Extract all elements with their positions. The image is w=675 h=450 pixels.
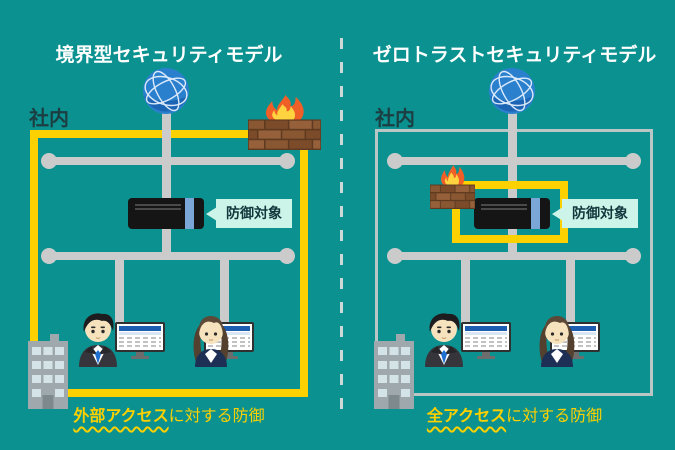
worker-female-icon <box>193 315 229 367</box>
server-icon <box>474 198 550 229</box>
lan-line-lower <box>41 248 295 264</box>
panel-divider-dashed-line <box>340 38 343 420</box>
monitor-screen <box>461 322 511 352</box>
panel-title: ゼロトラストセキュリティモデル <box>372 44 657 66</box>
worker-female-icon <box>539 315 575 367</box>
firewall-icon <box>248 95 321 150</box>
panel-caption: 外部アクセスに対する防御 <box>0 402 338 426</box>
monitor-icon <box>115 322 165 359</box>
panel-caption: 全アクセスに対する防御 <box>346 402 675 426</box>
lan-drop-line <box>115 256 124 331</box>
target-callout: 防御対象 <box>216 199 292 228</box>
target-callout-label: 防御対象 <box>226 205 282 221</box>
worker-male-icon <box>424 312 464 367</box>
office-building-icon <box>28 334 68 409</box>
network-backbone-line <box>162 110 171 258</box>
lan-line-upper <box>387 153 641 169</box>
panel-zero-trust-model: ゼロトラストセキュリティモデル 社内 防御対象 <box>338 0 675 450</box>
server-stripe-detail <box>531 198 540 229</box>
caption-rest: に対する防御 <box>168 408 265 425</box>
panel-perimeter-model: 境界型セキュリティモデル 社内 防御対象 <box>0 0 338 450</box>
caption-rest: に対する防御 <box>506 408 603 425</box>
firewall-icon <box>430 165 475 209</box>
server-stripe-detail <box>185 198 194 229</box>
server-icon <box>128 198 204 229</box>
lan-line-lower <box>387 248 641 264</box>
monitor-screen <box>115 322 165 352</box>
lan-drop-line <box>461 256 470 331</box>
server-vent-detail <box>481 204 527 210</box>
target-callout-label: 防御対象 <box>572 205 628 221</box>
internet-globe-icon <box>488 67 536 115</box>
intranet-label: 社内 <box>375 108 415 130</box>
server-vent-detail <box>135 204 181 210</box>
office-building-icon <box>374 334 414 409</box>
caption-emphasis: 全アクセス <box>426 408 507 425</box>
internet-globe-icon <box>142 67 190 115</box>
target-callout: 防御対象 <box>562 199 638 228</box>
lan-drop-line <box>566 256 575 331</box>
intranet-label: 社内 <box>29 108 69 130</box>
lan-drop-line <box>220 256 229 331</box>
worker-male-icon <box>78 312 118 367</box>
lan-line-upper <box>41 153 295 169</box>
panel-title: 境界型セキュリティモデル <box>55 44 283 66</box>
monitor-icon <box>461 322 511 359</box>
caption-emphasis: 外部アクセス <box>73 408 169 425</box>
